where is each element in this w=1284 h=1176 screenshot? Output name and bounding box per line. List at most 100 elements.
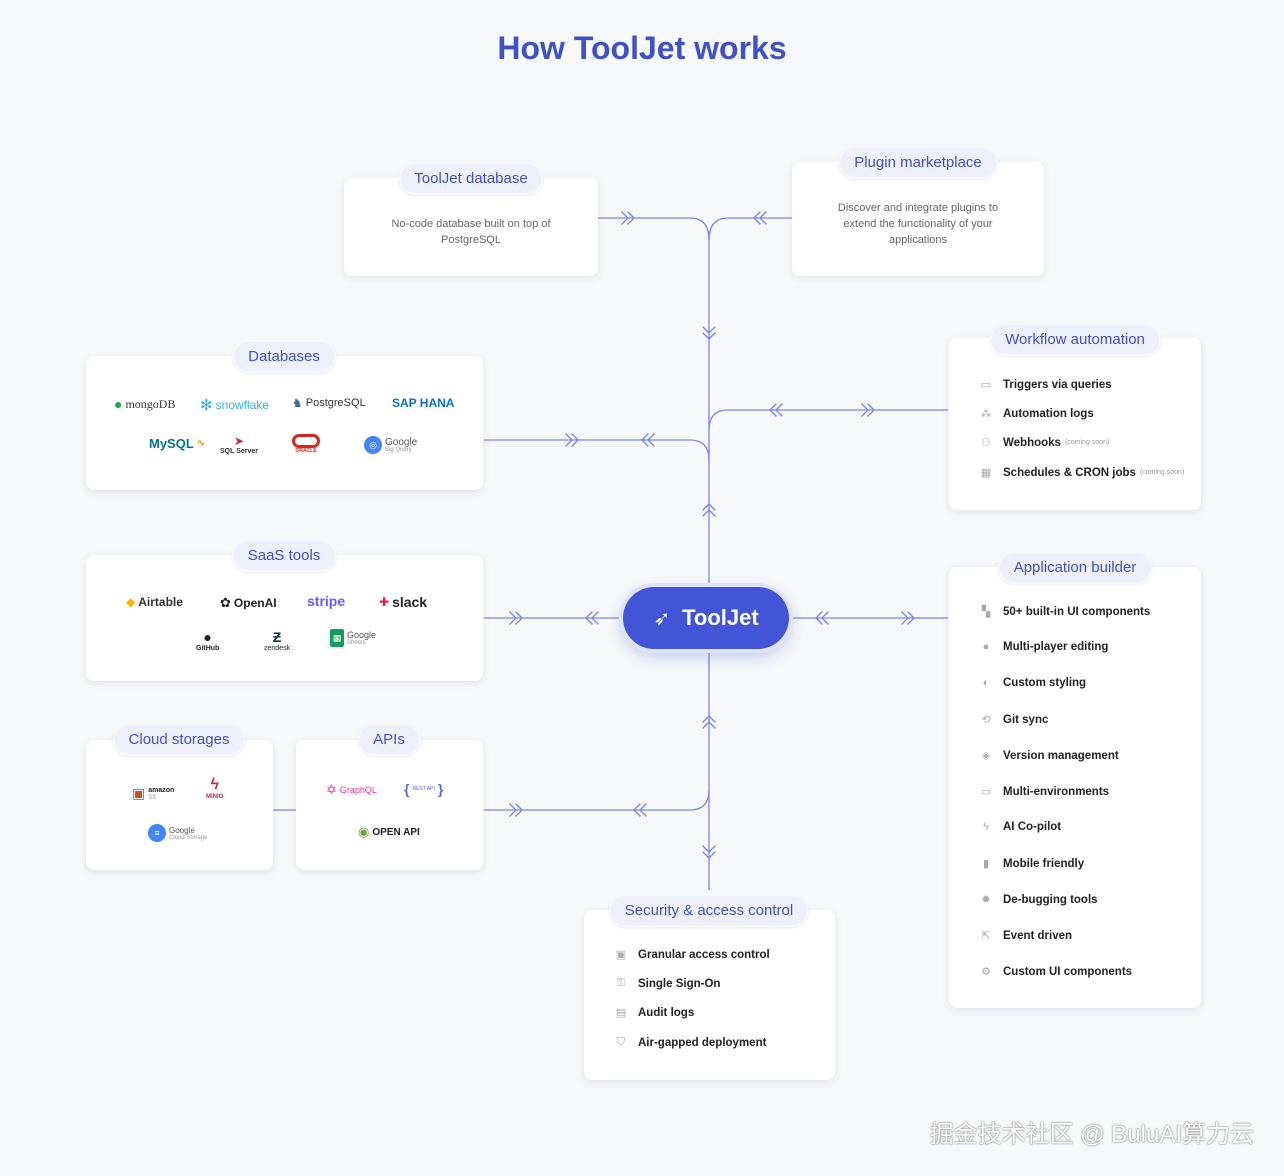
openapi-icon: ◉ [358,824,370,839]
arrow-right-icon [901,611,915,625]
openai-icon: ✿ [220,595,231,610]
arrow-left-icon [769,403,783,417]
workflow-automation-pill: Workflow automation [989,323,1161,356]
calendar-icon: ▦ [980,467,992,479]
list-item: ⇱Event driven [979,929,1072,943]
arrow-up-icon [702,715,716,729]
key-icon: ⚿ [616,977,626,989]
databases-pill: Databases [232,340,336,373]
bolt-icon: ϟ [983,821,989,833]
plugin-marketplace-card: Discover and integrate plugins to extend… [792,162,1044,276]
security-pill: Security & access control [608,894,810,927]
logo-sap-hana: SAP HANA [392,396,455,410]
list-item: ▮Mobile friendly [979,857,1084,871]
list-item: ◐Custom styling [979,677,1086,689]
logo-stripe: stripe [307,593,346,609]
shield-icon: ⛉ [616,1036,626,1048]
databases-card: ● mongoDB ✻ snowflake ♞ PostgreSQL SAP H… [86,356,483,490]
minio-icon: ϟ [210,776,219,793]
bug-icon: ✹ [981,894,991,906]
logo-airtable: ◆ Airtable [126,595,183,609]
watermark: 掘金技术社区 @ BuluAI算力云 [929,1121,1254,1148]
github-icon: ● [203,629,212,645]
graphql-icon: ✡ [326,782,337,797]
arrow-left-icon [815,611,829,625]
arrow-right-icon [509,803,523,817]
list-item: ▚50+ built-in UI components [979,605,1151,619]
logo-openai: ✿ OpenAI [220,595,277,610]
sync-icon: ⟲ [981,714,991,726]
logs-icon: ⁂ [980,408,992,420]
lock-icon: ▣ [615,949,627,961]
layers-icon: ◈ [981,750,991,762]
arrow-right-icon [509,611,523,625]
list-item: ⛉Air-gapped deployment [614,1036,767,1049]
dolphin-icon: ∿ [196,438,206,449]
list-item: ⟲Git sync [979,713,1048,727]
puzzle-icon: ⚙ [981,966,991,978]
arrow-up-icon [702,503,716,517]
bigquery-icon: ◎ [364,436,382,454]
cloud-storage-icon: ≡ [148,824,166,842]
list-item: ⁂Automation logs [980,407,1094,421]
list-item: ▭Triggers via queries [980,378,1112,392]
logo-oracle: ORACLE [292,434,320,454]
list-item: ⚿Single Sign-On [614,977,721,990]
brace-left-icon: { [404,781,410,797]
tooljet-hub: ➶ ToolJet [623,587,789,649]
sheets-icon: ▦ [330,629,344,647]
logo-sql-server: ➤ SQL Server [220,434,259,455]
security-card: ▣Granular access control ⚿Single Sign-On… [584,910,835,1080]
workflow-automation-card: ▭Triggers via queries ⁂Automation logs ⚇… [949,338,1201,510]
brace-right-icon: } [437,781,444,797]
list-item: ▣Granular access control [615,948,770,962]
saas-tools-pill: SaaS tools [231,539,337,572]
elephant-icon: ♞ [292,396,303,410]
environment-icon: ▭ [980,786,992,798]
slack-icon: ✚ [379,595,390,609]
arrow-left-icon [753,211,767,225]
mobile-icon: ▮ [982,858,990,870]
hub-label: ToolJet [682,605,759,630]
zendesk-icon: Ƶ [272,629,282,645]
logo-mongodb: ● mongoDB [114,396,176,412]
application-builder-pill: Application builder [997,551,1153,584]
arrow-left-icon [585,611,599,625]
list-item: ⚇Webhooks(coming soon) [979,436,1109,450]
plugin-marketplace-pill: Plugin marketplace [838,146,998,179]
mongodb-leaf-icon: ● [114,396,123,412]
arrow-down-icon [702,326,716,340]
snowflake-icon: ✻ [200,397,213,414]
apis-pill: APIs [357,723,421,756]
list-item: ⚙Custom UI components [979,965,1132,979]
arrow-right-icon [565,433,579,447]
logo-open-api: ◉ OPEN API [358,824,420,839]
logo-slack: ✚ slack [379,594,428,610]
application-builder-card: ▚50+ built-in UI components ●Multi-playe… [949,567,1201,1008]
tooljet-database-description: No-code database built on top of Postgre… [391,218,551,246]
page-title: How ToolJet works [497,30,787,66]
airtable-icon: ◆ [126,595,136,609]
terminal-icon: ▭ [980,379,992,391]
list-item: ◈Version management [979,749,1119,763]
list-item: ▤Audit logs [615,1006,695,1020]
cloud-storages-pill: Cloud storages [112,723,246,756]
logo-mysql: MySQL ∿ [149,436,206,451]
saas-tools-card: ◆ Airtable ✿ OpenAI stripe ✚ slack ● Git… [86,555,483,681]
apis-card: ✡ GraphQL { REST API } ◉ OPEN API [296,740,483,870]
tooljet-database-pill: ToolJet database [398,162,544,195]
arrow-down-icon [702,845,716,859]
logo-minio: ϟ MINIO [206,776,224,800]
sql-server-icon: ➤ [233,434,245,448]
arrow-left-icon [633,803,647,817]
arrow-left-icon [641,433,655,447]
oracle-ring-icon [292,434,320,448]
logo-github: ● GitHub [196,629,220,652]
logo-postgresql: ♞ PostgreSQL [292,396,366,410]
list-item: ▦Schedules & CRON jobs(coming soon) [980,466,1185,480]
